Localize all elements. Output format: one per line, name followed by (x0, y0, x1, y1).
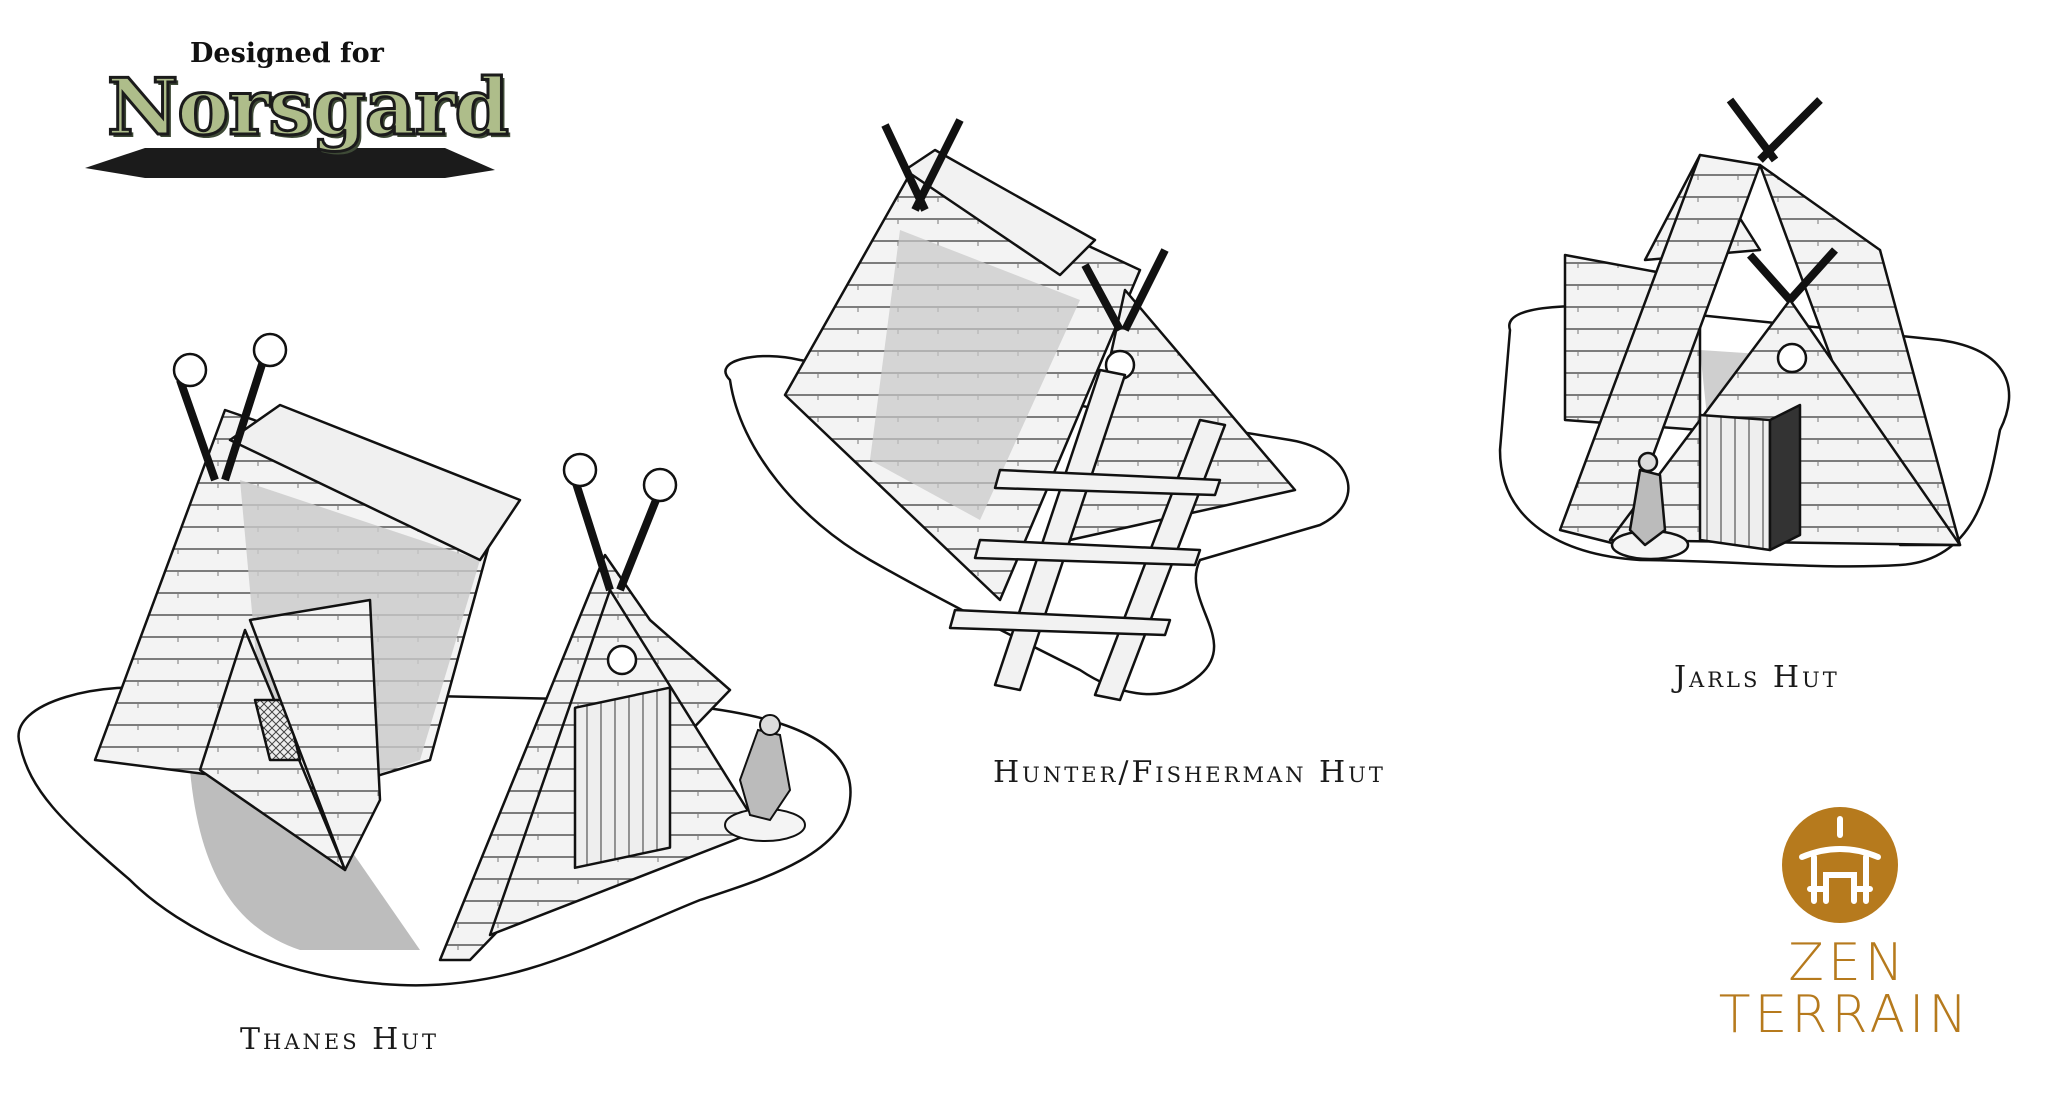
logo-swoosh (85, 148, 495, 178)
hunter-hut-caption: Hunter/Fisherman Hut (993, 755, 1386, 790)
house-icon (1782, 807, 1898, 923)
norsgard-logo: Designed for Norsgard (85, 32, 511, 178)
designed-for-text: Designed for (190, 38, 384, 69)
jarls-hut-model (1498, 97, 2011, 568)
zen-terrain-logo: ZEN TERRAIN (1700, 805, 2000, 1055)
hunter-hut-model (724, 118, 1350, 702)
game-name-text: Norsgard (105, 61, 510, 155)
thanes-hut-caption: Thanes Hut (240, 1022, 439, 1057)
jarls-hut-caption: Jarls Hut (1674, 660, 1840, 695)
miniature-icon (724, 714, 806, 842)
thanes-hut-model (17, 332, 852, 987)
publisher-line1: ZEN (1788, 933, 1908, 993)
publisher-line2: TERRAIN (1718, 985, 1972, 1045)
